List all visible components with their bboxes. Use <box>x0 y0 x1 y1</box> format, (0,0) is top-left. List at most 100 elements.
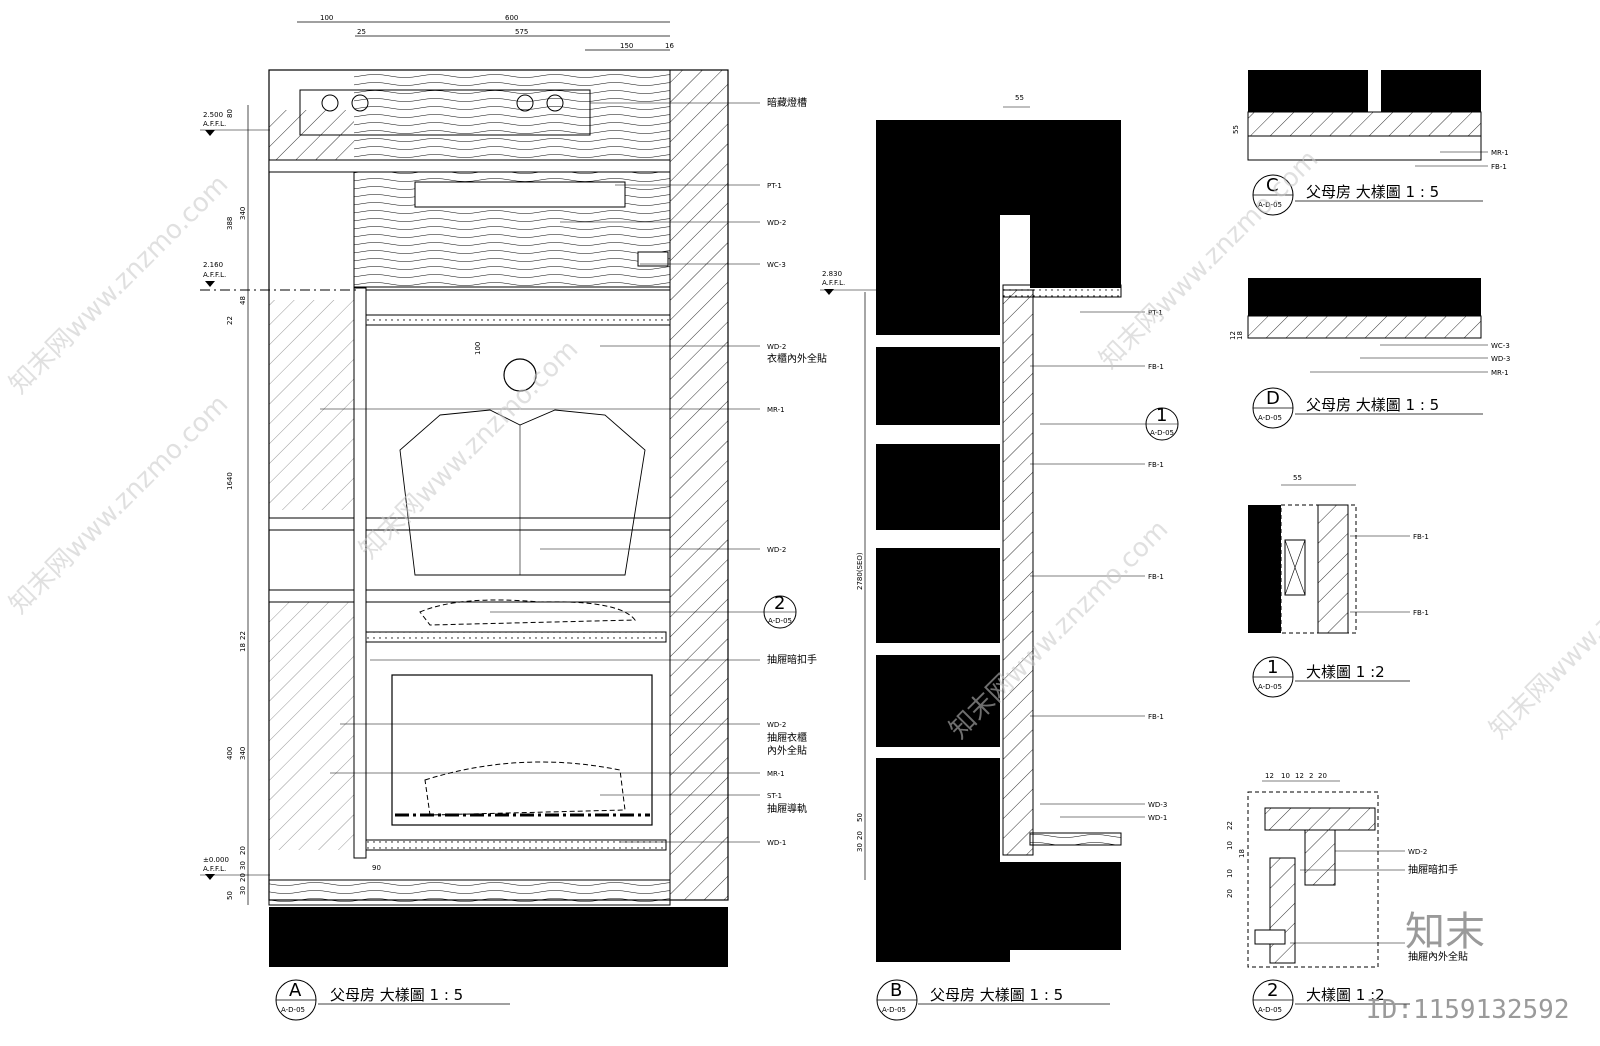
panel-b-callout-fb1-b: FB-1 <box>1148 461 1164 469</box>
callout-wd2-c: WD-2 <box>767 546 786 554</box>
detail-1: 55 FB-1 FB-1 <box>1248 474 1429 634</box>
dim-left-30b: 30 <box>239 886 247 895</box>
folded-cloth-drawer <box>424 761 626 816</box>
detail-2-title: 2 A-D-05 大樣圖 1 :2 <box>1252 979 1410 1021</box>
drawer-shelf <box>365 631 667 643</box>
break-band-low <box>268 589 671 603</box>
panel-a-letter: A <box>289 980 302 1001</box>
panel-b-title: B A-D-05 父母房 大樣圖 1 : 5 <box>876 979 1110 1021</box>
panel-a-elevation <box>200 69 729 967</box>
panel-c-sheet: A-D-05 <box>1258 201 1282 209</box>
callout-st1: ST-1 <box>767 792 782 800</box>
panel-b-callout-pt1: PT-1 <box>1148 309 1163 317</box>
detail-2-num: 2 <box>1267 980 1278 1001</box>
dim-left-30: 30 <box>239 861 247 870</box>
panel-b-callout-wd3: WD-3 <box>1148 801 1167 809</box>
detail-1-dim: 55 <box>1293 474 1302 482</box>
panel-b-annotations: 55 2.830 A.F.F.L. 2780(SEO) 50 30 20 PT-… <box>820 94 1179 852</box>
jacket-outline <box>399 409 646 576</box>
detail-2-title-text: 大樣圖 1 :2 <box>1306 986 1385 1004</box>
panel-b-letter: B <box>890 980 902 1001</box>
level-2160: 2.160 <box>203 261 223 269</box>
detail-2-left-dim-20: 20 <box>1226 889 1234 898</box>
panel-c-detail: 55 MR-1 FB-1 <box>1232 70 1509 171</box>
panel-b-block-3 <box>876 548 1000 643</box>
callout-mr1-b: MR-1 <box>767 770 785 778</box>
callout-wd1: WD-1 <box>767 839 786 847</box>
callout-wd2-d: WD-2 <box>767 721 786 729</box>
detail-2-left-dim-18: 18 <box>1238 849 1246 858</box>
panel-d-title: D A-D-05 父母房 大樣圖 1 : 5 <box>1252 387 1483 429</box>
watermark-text: 知末网www.znzmo.com <box>1094 144 1325 375</box>
panel-b-base-dim-30: 30 <box>856 843 864 852</box>
panel-b-base-dim-20: 20 <box>856 831 864 840</box>
level-2160-note: A.F.F.L. <box>203 271 226 279</box>
panel-d-callout-wd3: WD-3 <box>1491 355 1510 363</box>
panel-a-left-hatch-low <box>269 600 354 850</box>
panel-b-top-dim: 55 <box>1015 94 1024 102</box>
callout-wd2-a: WD-2 <box>767 219 786 227</box>
panel-d-letter: D <box>1266 388 1280 409</box>
panel-d-dim-12: 12 <box>1229 331 1237 340</box>
image-id: ID:1159132592 <box>1366 995 1570 1025</box>
detail-2-top-dim-12a: 12 <box>1265 772 1274 780</box>
dim-left-22b: 22 <box>239 631 247 640</box>
upper-cabinet-handle <box>637 251 669 267</box>
panel-d-title-text: 父母房 大樣圖 1 : 5 <box>1306 396 1439 414</box>
panel-d-detail: 12 18 WC-3 WD-3 MR-1 <box>1229 278 1510 377</box>
dim-top-100: 100 <box>320 14 333 22</box>
detail-1-callout-fb1-b: FB-1 <box>1413 609 1429 617</box>
detail-2-callout-drawer-handle: 抽屜暗扣手 <box>1408 863 1458 876</box>
dim-left-18: 18 <box>239 643 247 652</box>
dim-left-80: 80 <box>226 109 234 118</box>
wardrobe-left-panel <box>353 287 367 859</box>
dim-left-20: 20 <box>239 846 247 855</box>
panel-d-callout-wc3: WC-3 <box>1491 342 1510 350</box>
panel-b-section <box>864 120 1122 962</box>
level-2500-note: A.F.F.L. <box>203 120 226 128</box>
detail-2: 12 10 12 2 20 22 10 18 10 20 WD-2 抽屜暗扣手 … <box>1226 772 1468 968</box>
panel-b-callout-fb1-d: FB-1 <box>1148 713 1164 721</box>
panel-b-block-1 <box>876 347 1000 425</box>
detail-1-title: 1 A-D-05 大樣圖 1 :2 <box>1252 656 1410 698</box>
panel-b-top-mass <box>876 120 1121 335</box>
detail-2-left-dim-10a: 10 <box>1226 841 1234 850</box>
panel-b-bottom-mass <box>876 758 1121 962</box>
detail-ref-2-num: 2 <box>774 593 785 614</box>
detail-2-top-dim-10: 10 <box>1281 772 1290 780</box>
detail-2-top-dim-2: 2 <box>1309 772 1313 780</box>
brand-logo: 知末 <box>1405 909 1485 955</box>
panel-b-level-note: A.F.F.L. <box>822 279 845 287</box>
panel-b-sheet: A-D-05 <box>882 1006 906 1014</box>
detail-2-top-dim-20: 20 <box>1318 772 1327 780</box>
panel-d-sheet: A-D-05 <box>1258 414 1282 422</box>
break-band-top <box>268 159 671 173</box>
detail-2-sheet: A-D-05 <box>1258 1006 1282 1014</box>
panel-a-levels: 2.500 A.F.F.L. 2.160 A.F.F.L. ±0.000 A.F… <box>200 111 270 880</box>
callout-inner-outer-full: 內外全貼 <box>767 744 807 757</box>
light-fixture-icon <box>321 94 339 112</box>
floor-finish <box>268 879 671 906</box>
watermark-text: 知末网www.znzmo.com <box>1484 514 1600 745</box>
callout-drawer-rail: 抽屜導軌 <box>767 802 807 815</box>
panel-b-block-2 <box>876 444 1000 530</box>
panel-b-detail-ref-num: 1 <box>1156 405 1167 426</box>
callout-wardrobe-full: 衣櫃內外全貼 <box>767 352 827 365</box>
panel-c-letter: C <box>1266 175 1279 196</box>
panel-b-callout-fb1-c: FB-1 <box>1148 573 1164 581</box>
panel-b-wall-layer <box>1002 289 1034 856</box>
detail-1-title-text: 大樣圖 1 :2 <box>1306 663 1385 681</box>
dim-top-575: 575 <box>515 28 528 36</box>
panel-c-title-text: 父母房 大樣圖 1 : 5 <box>1306 183 1439 201</box>
watermark-text: 知末网www.znzmo.com <box>4 389 235 620</box>
level-0000: ±0.000 <box>203 856 229 864</box>
detail-2-callout-wd2: WD-2 <box>1408 848 1427 856</box>
dim-left-50: 50 <box>226 891 234 900</box>
panel-b-base-dim-50: 50 <box>856 813 864 822</box>
callout-pt1: PT-1 <box>767 182 782 190</box>
level-0000-note: A.F.F.L. <box>203 865 226 873</box>
callout-drawer-wardrobe: 抽屜衣櫃 <box>767 731 807 744</box>
panel-b-block-4 <box>876 655 1000 747</box>
panel-c-callout-mr1: MR-1 <box>1491 149 1509 157</box>
